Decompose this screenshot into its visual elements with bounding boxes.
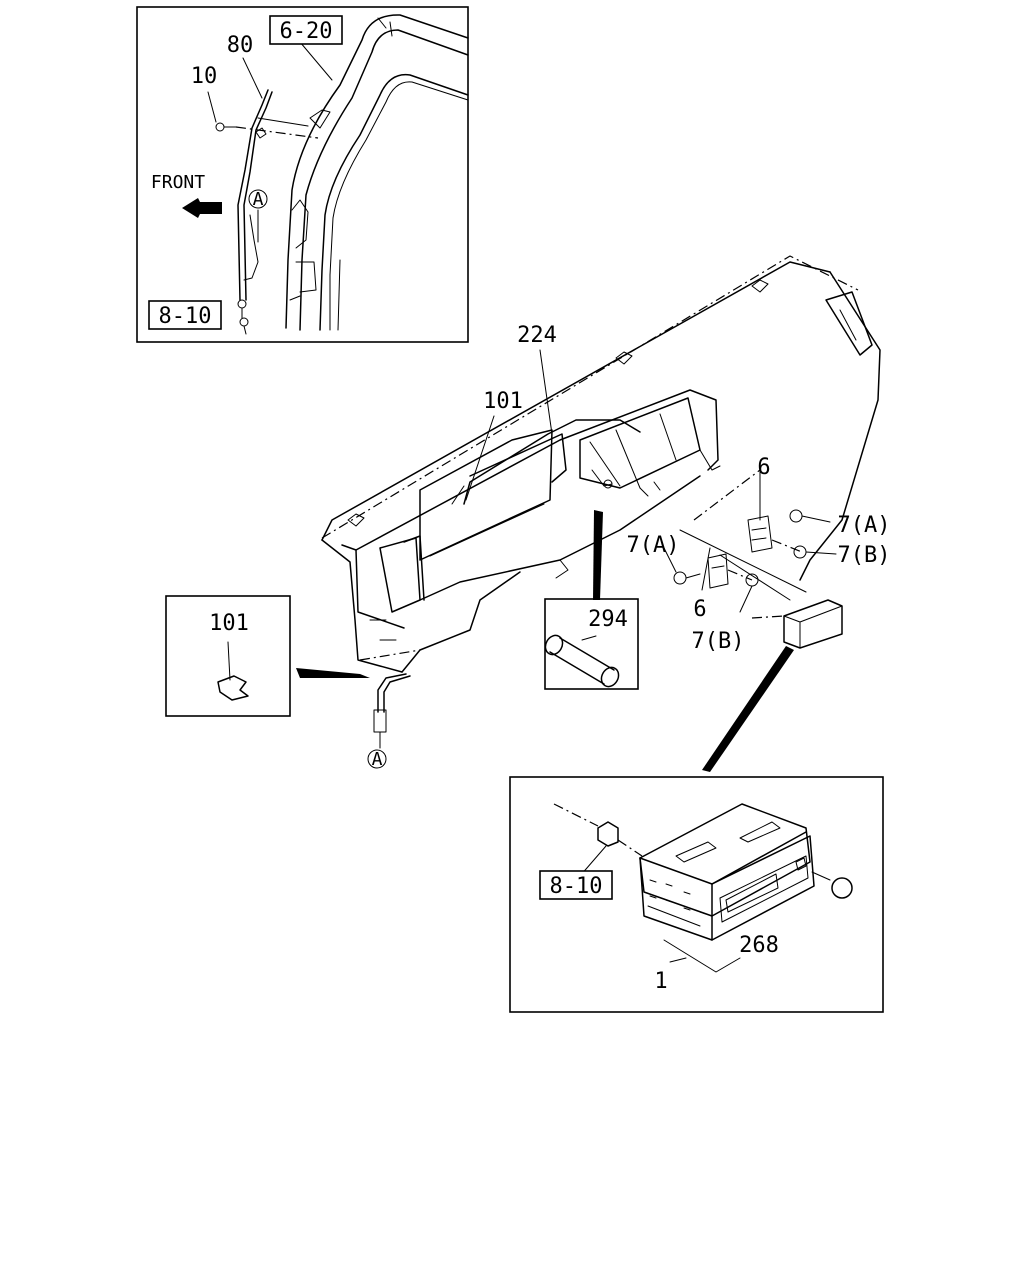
circle-a-top <box>248 189 268 209</box>
leader-224 <box>539 349 553 435</box>
circle-a-top-label: A <box>253 189 264 210</box>
part-268-label: 268 <box>739 933 779 958</box>
antenna-lead <box>237 89 273 335</box>
leader-101-main <box>465 415 495 501</box>
part-7b-right-label: 7(B) <box>838 543 891 568</box>
part-101-main-label: 101 <box>483 389 523 414</box>
instrument-panel <box>321 255 881 673</box>
leader-1 <box>669 957 687 963</box>
leader-80-mount <box>257 117 309 127</box>
leader-268 <box>663 939 741 973</box>
antenna-pigtail-inner <box>383 675 411 713</box>
leader-101-inset <box>227 641 231 681</box>
ref-6-20-label: 6-20 <box>280 19 333 44</box>
circle-a-bottom <box>367 749 387 769</box>
part-10-label: 10 <box>191 64 218 89</box>
radio-unit <box>639 803 853 941</box>
sleeve-294-inset-frame <box>544 598 639 690</box>
leader-10 <box>207 91 217 123</box>
pointer-101-icon <box>296 668 370 678</box>
leader-pillar <box>235 126 319 139</box>
part-7b-lower-label: 7(B) <box>692 629 745 654</box>
part-224-label: 224 <box>517 323 557 348</box>
clip-101-icon <box>217 675 249 701</box>
ref-box-8-10-bottom <box>539 870 613 900</box>
pointer-radio-icon <box>702 646 794 772</box>
part-6-lower-label: 6 <box>693 597 706 622</box>
ref-box-8-10-top <box>148 300 222 330</box>
part-80-label: 80 <box>227 33 254 58</box>
leader-80 <box>242 57 263 99</box>
clip-101-inset-frame <box>165 595 291 717</box>
part-6-upper-label: 6 <box>757 455 770 480</box>
radio-unit-small <box>751 599 843 649</box>
sleeve-294-icon <box>544 634 620 688</box>
ref-8-10-top-label: 8-10 <box>159 304 212 329</box>
bolt-10 <box>215 122 237 132</box>
front-label: FRONT <box>151 172 205 193</box>
leader-6-20 <box>299 41 333 81</box>
pointer-294-icon <box>593 510 603 600</box>
antenna-connector <box>373 709 387 733</box>
pillar-drawing <box>285 14 469 331</box>
part-7a-right-label: 7(A) <box>838 513 891 538</box>
part-101-inset-label: 101 <box>209 611 249 636</box>
part-294-label: 294 <box>588 607 628 632</box>
antenna-plug <box>553 803 643 857</box>
leader-294 <box>581 635 597 641</box>
front-arrow-icon <box>182 198 222 218</box>
antenna-inset-frame <box>136 6 469 343</box>
wire-harness <box>451 419 641 505</box>
ref-box-6-20 <box>269 15 343 45</box>
part-7a-left-label: 7(A) <box>627 533 680 558</box>
circle-a-bottom-label: A <box>372 749 383 770</box>
ref-8-10-bottom-label: 8-10 <box>550 874 603 899</box>
brackets-bolts <box>663 469 837 613</box>
antenna-pigtail <box>377 673 407 713</box>
part-1-label: 1 <box>654 969 667 994</box>
